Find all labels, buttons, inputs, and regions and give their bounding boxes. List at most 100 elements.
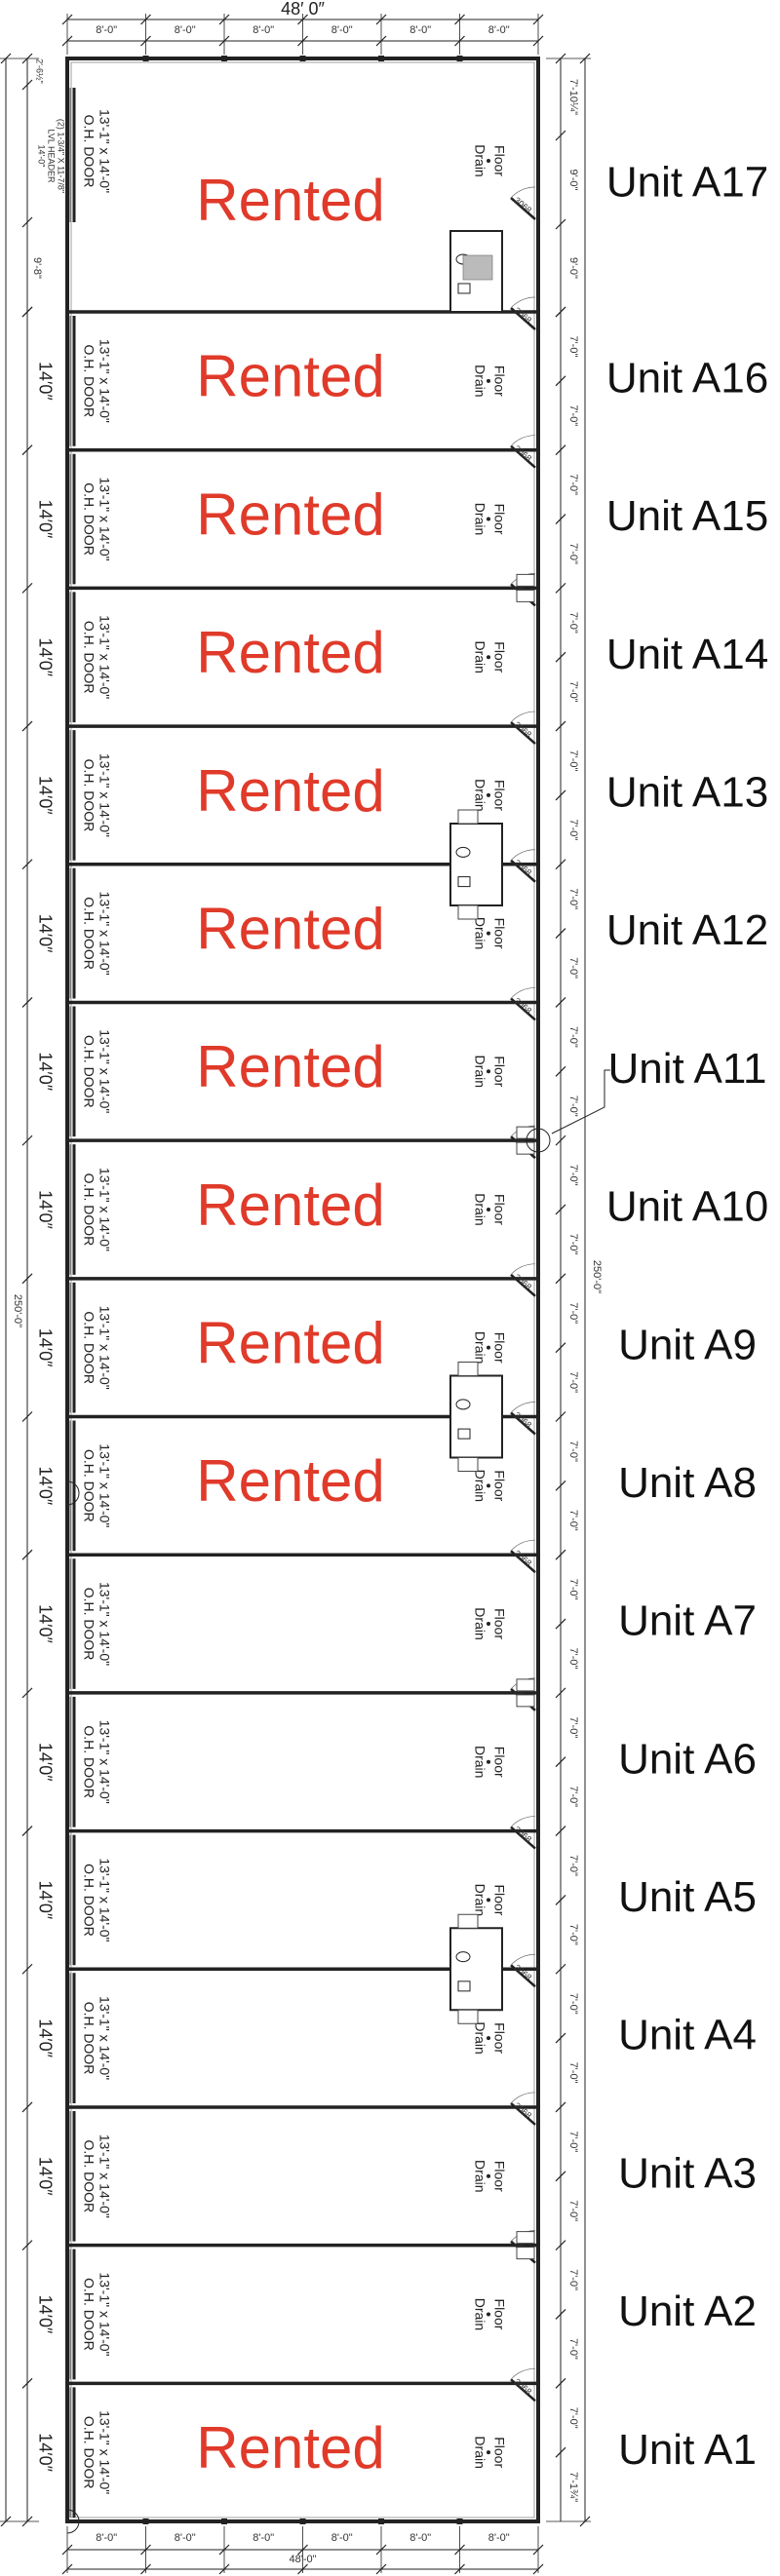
column-post [299,2518,306,2524]
overhead-door-label: O.H. DOOR [81,1588,97,1661]
man-door-icon [510,859,536,883]
unit-a17-dimension-label: 9'-0" [567,257,579,279]
utility-sink-icon [516,1678,535,1692]
floor-drain-label: Drain [472,2436,488,2468]
column-post [221,2518,227,2524]
door-size-tag: 3068 [513,1410,534,1431]
unit-half-dimension-label: 7'-1¾" [567,2472,579,2502]
top-bay-dimension-label: 8'-0" [332,24,353,36]
floor-drain-icon [487,655,490,660]
floor-drain-label: Floor [491,2437,507,2468]
dimension-tick [555,720,566,732]
dimension-tick [21,859,33,870]
dimension-tick [555,1756,566,1768]
door-swing-icon [510,1402,536,1413]
unit-a17-dimension-label: 9'-8" [31,257,43,279]
dimension-tick [555,514,566,524]
dimension-tick [532,2544,544,2556]
floor-drain-label: Drain [472,1607,488,1639]
unit-width-dimension-label: 14′0″ [35,1604,55,1643]
floor-drain-icon [487,1622,490,1627]
door-size-tag: 3068 [513,195,534,215]
unit-half-dimension-label: 7'-0" [567,2062,579,2084]
overhead-door-size-label: 13'-1" x 14'-0" [97,1858,112,1942]
overhead-door-label: O.H. DOOR [81,1725,97,1798]
dimension-tick [579,53,591,64]
dimension-tick [375,14,387,25]
door-size-tag: 3068 [513,2100,534,2121]
man-door-icon [510,997,536,1021]
rented-status-label: Rented [196,1173,384,1238]
unit-width-dimension-label: 14′0″ [35,1466,55,1505]
unit-half-dimension-label: 7'-0" [567,474,579,495]
floor-drain-icon [487,1069,490,1074]
unit-label: Unit A2 [618,2288,757,2335]
unit-half-dimension-label: 7'-0" [567,2200,579,2221]
top-bay-dimension-label: 8'-0" [96,24,117,36]
dimension-tick [555,444,566,456]
top-bay-dimension-label: 8'-0" [488,24,510,36]
door-swing-icon [510,296,536,309]
unit-half-dimension-label: 7'-0" [567,1855,579,1876]
door-swing-icon [510,2367,536,2380]
unit-half-dimension-label: 7'-0" [567,1441,579,1462]
man-door-icon [510,2101,536,2126]
dimension-tick [454,14,465,25]
shared-restroom [449,823,503,906]
dimension-tick [555,651,566,663]
unit-width-dimension-label: 14′0″ [35,1881,55,1920]
unit-half-dimension-label: 7'-0" [567,888,579,909]
column-post [378,2518,384,2524]
dimension-tick [375,2544,387,2556]
floor-drain-label: Floor [491,145,507,176]
floor-drain-label: Floor [491,365,507,397]
dimension-tick [61,2544,73,2556]
floor-drain-label: Drain [472,1884,488,1916]
unit-half-dimension-label: 7'-0" [567,404,579,426]
utility-sink-icon [516,1141,535,1155]
dimension-tick [555,1204,566,1215]
unit-width-dimension-label: 14′0″ [35,362,55,401]
overhead-door-size-label: 13'-1" x 14'-0" [97,753,112,837]
floor-drain-label: Floor [491,2161,507,2192]
dimension-tick [555,582,566,594]
bottom-bay-dimension-label: 8'-0" [96,2532,117,2544]
overhead-door-label: O.H. DOOR [81,1035,97,1108]
dimension-tick [218,2544,230,2556]
restroom-wall [449,1374,503,1459]
unit-label: Unit A3 [618,2149,757,2197]
door-size-tag: 3068 [513,1825,534,1845]
rented-status-label: Rented [196,758,384,824]
unit-half-dimension-label: 7'-0" [567,1233,579,1254]
top-bay-dimension-label: 8'-0" [410,24,431,36]
unit-half-dimension-label: 7'-0" [567,1096,579,1117]
dimension-tick [555,1963,566,1975]
column-post [378,56,384,61]
unit-label: Unit A5 [618,1873,757,1921]
floor-drain-label: Floor [491,2299,507,2330]
dimension-tick [21,720,33,732]
floor-drain-icon [487,792,490,797]
utility-sink-icon [457,809,479,825]
dimension-tick [297,2544,308,2556]
right-overall-length-label: 250'-0" [591,1260,603,1293]
floor-drain-icon [487,517,490,521]
toilet-icon [455,1399,471,1410]
floor-drain-icon [487,1898,490,1903]
dimension-tick [0,53,12,64]
overhead-door-label: O.H. DOOR [81,897,97,970]
dimension-tick [454,35,465,47]
rented-status-label: Rented [196,1311,384,1376]
door-swing-icon [510,849,536,861]
unit-half-dimension-label: 7'-0" [567,1716,579,1738]
overhead-door-size-label: 13'-1" x 14'-0" [97,109,112,193]
restroom-wall [449,1927,503,2012]
overhead-door-label: O.H. DOOR [81,1449,97,1522]
dimension-tick [555,218,566,230]
dimension-tick [21,444,33,456]
rented-status-label: Rented [196,2415,384,2480]
utility-sink-icon [457,1913,479,1929]
floor-drain-label: Drain [472,2021,488,2054]
top-bay-dimension-label: 8'-0" [175,24,196,36]
overhead-door-label: O.H. DOOR [81,1173,97,1247]
